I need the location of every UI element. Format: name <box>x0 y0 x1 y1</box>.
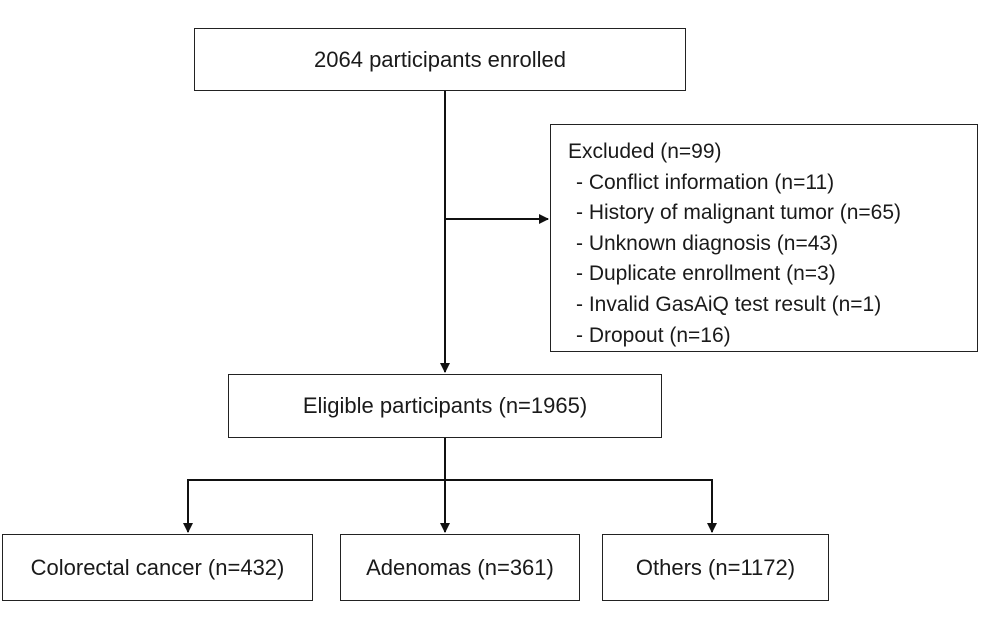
excluded-reason-duplicate: - Duplicate enrollment (n=3) <box>576 262 836 286</box>
excluded-reason-unknown-diagnosis: - Unknown diagnosis (n=43) <box>576 231 839 255</box>
excluded-reason-invalid-test: - Invalid GasAiQ test result (n=1) <box>576 292 882 316</box>
excluded-reason-conflict: - Conflict information (n=11) <box>576 170 835 194</box>
colorectal-cancer-box: Colorectal cancer (n=432) <box>2 534 313 601</box>
excluded-reasons-list: - Conflict information (n=11) - History … <box>568 168 977 352</box>
excluded-title: Excluded (n=99) <box>568 140 722 163</box>
others-box: Others (n=1172) <box>602 534 829 601</box>
eligible-label: Eligible participants (n=1965) <box>302 393 588 418</box>
excluded-reason-dropout: - Dropout (n=16) <box>576 323 731 347</box>
others-label: Others (n=1172) <box>635 554 796 580</box>
eligible-box: Eligible participants (n=1965) <box>228 374 662 438</box>
enrolled-box: 2064 participants enrolled <box>194 28 686 91</box>
excluded-reason-malignant-tumor: - History of malignant tumor (n=65) <box>576 201 902 225</box>
adenomas-box: Adenomas (n=361) <box>340 534 580 601</box>
enrolled-label: 2064 participants enrolled <box>314 46 566 72</box>
adenomas-label: Adenomas (n=361) <box>366 554 554 580</box>
colorectal-cancer-label: Colorectal cancer (n=432) <box>30 554 285 580</box>
excluded-box: Excluded (n=99) - Conflict information (… <box>550 124 978 352</box>
